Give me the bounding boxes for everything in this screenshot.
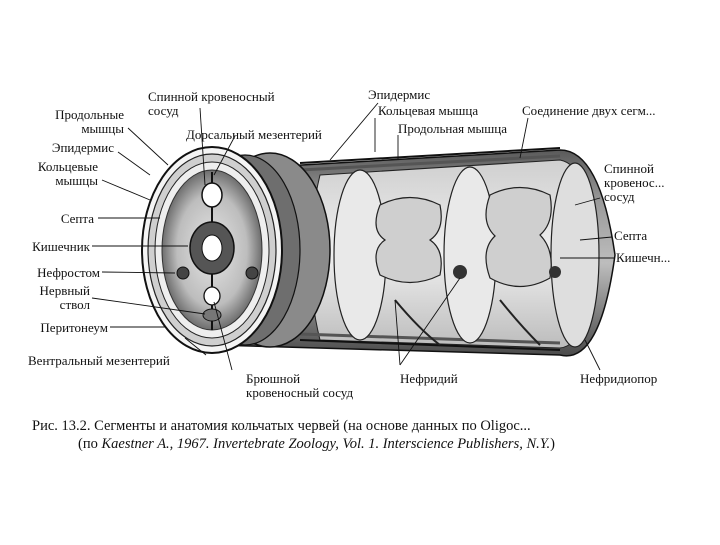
label-longitudinal-muscle-top: Продольная мышца xyxy=(398,121,508,136)
nephrostome-right xyxy=(245,266,259,280)
ventral-vessel xyxy=(203,286,221,306)
label-nerve-cord: Нервный xyxy=(39,283,90,298)
caption-prefix: (по xyxy=(78,436,102,452)
nephridia xyxy=(394,265,561,346)
label-junction-segments: Соединение двух сегм... xyxy=(522,103,656,118)
caption-line-1: Рис. 13.2. Сегменты и анатомия кольчатых… xyxy=(32,418,531,434)
nephrostome-left xyxy=(176,266,190,280)
label-dorsal-vessel-right-3: сосуд xyxy=(604,189,635,204)
nephridium-1 xyxy=(453,265,467,279)
label-circular-muscles: Кольцевые xyxy=(37,159,98,174)
nephridium-2 xyxy=(549,266,561,278)
label-septum-right: Септа xyxy=(614,228,648,243)
label-epidermis-top: Эпидермис xyxy=(368,87,431,102)
label-nerve-cord-2: ствол xyxy=(59,297,90,312)
label-epidermis-left: Эпидермис xyxy=(51,140,114,155)
label-intestine-right: Кишечн... xyxy=(616,250,671,265)
label-longitudinal-muscles-2: мышцы xyxy=(81,121,124,136)
label-dorsal-vessel-right-2: кровенос... xyxy=(604,175,665,190)
label-dorsal-mesentery: Дорсальный мезентерий xyxy=(186,127,322,142)
cross-section xyxy=(141,146,283,354)
label-dorsal-vessel-top-2: сосуд xyxy=(148,103,179,118)
septum-3 xyxy=(550,162,600,348)
label-nephrostome: Нефростом xyxy=(37,265,100,280)
label-circular-muscle-top: Кольцевая мышца xyxy=(378,103,479,118)
label-ventral-mesentery: Вентральный мезентерий xyxy=(28,353,170,368)
label-ventral-vessel: Брюшной xyxy=(246,371,301,386)
caption-suffix: ) xyxy=(550,436,555,452)
label-intestine-left: Кишечник xyxy=(32,239,90,254)
label-dorsal-vessel-top: Спинной кровеносный xyxy=(148,89,275,104)
leader-lines xyxy=(91,102,614,371)
septa xyxy=(333,162,600,348)
intestine xyxy=(375,186,552,287)
caption-line-2: (по Kaestner A., 1967. Invertebrate Zool… xyxy=(78,436,555,453)
caption-reference: Kaestner A., 1967. Invertebrate Zoology,… xyxy=(101,436,551,452)
label-dorsal-vessel-right: Спинной xyxy=(604,161,654,176)
label-longitudinal-muscles: Продольные xyxy=(55,107,124,122)
label-ventral-vessel-2: кровеносный сосуд xyxy=(246,385,354,400)
label-nephridiopore: Нефридиопор xyxy=(580,371,658,386)
dorsal-vessel xyxy=(201,182,223,208)
label-septum-left: Септа xyxy=(60,211,94,226)
label-nephridium: Нефридий xyxy=(400,371,458,386)
label-peritoneum: Перитонеум xyxy=(40,320,108,335)
label-circular-muscles-2: мышцы xyxy=(55,173,98,188)
